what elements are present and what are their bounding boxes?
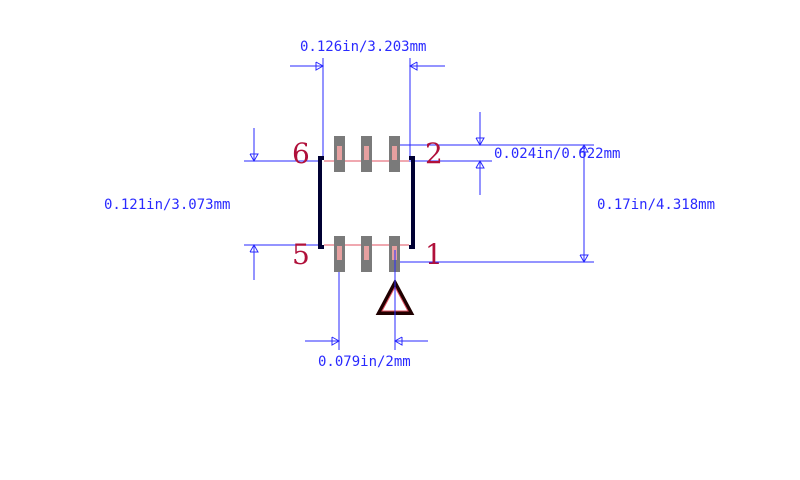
bottom-pads xyxy=(334,236,400,272)
total-height-dimension: 0.17in/4.318mm xyxy=(395,143,715,264)
pin1-marker-icon xyxy=(375,250,415,330)
top-pads xyxy=(334,136,400,172)
pad-core xyxy=(364,146,369,160)
pad-width-label: 0.024in/0.622mm xyxy=(494,146,620,162)
pad-core xyxy=(364,246,369,260)
pin-label-6: 6 xyxy=(292,137,310,170)
pitch-label: 0.079in/2mm xyxy=(318,354,411,370)
body-width-dimension: 0.126in/3.203mm xyxy=(290,39,445,160)
pin-label-2: 2 xyxy=(425,137,443,170)
pad-core xyxy=(392,146,397,160)
pad-core xyxy=(337,246,342,260)
total-height-label: 0.17in/4.318mm xyxy=(597,197,715,213)
body-length-label: 0.121in/3.073mm xyxy=(104,197,230,213)
pad-core xyxy=(337,146,342,160)
pin-label-5: 5 xyxy=(292,238,310,271)
body-length-dimension: 0.121in/3.073mm xyxy=(104,128,318,280)
pin-label-1: 1 xyxy=(425,238,443,271)
body-width-label: 0.126in/3.203mm xyxy=(300,39,426,55)
pitch-dimension: 0.079in/2mm xyxy=(305,250,428,370)
